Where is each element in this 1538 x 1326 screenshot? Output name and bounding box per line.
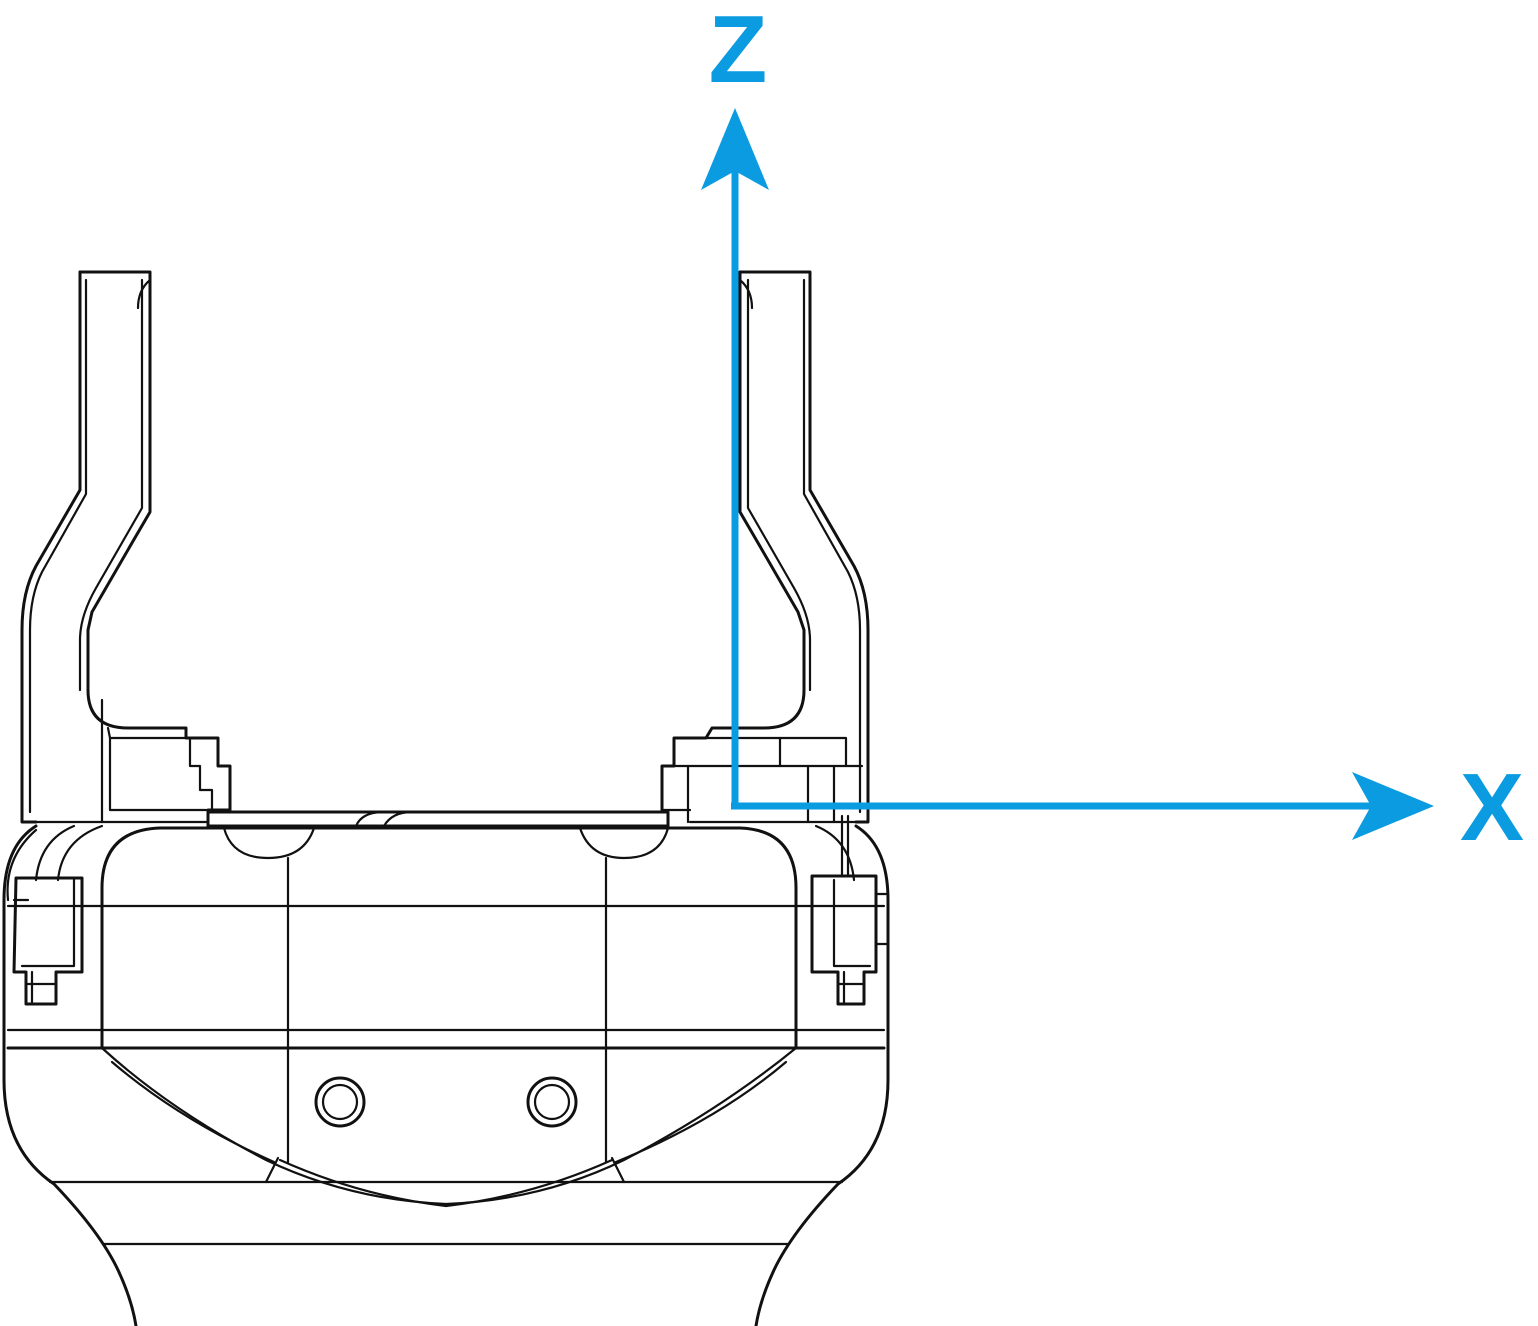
- x-axis-label: X: [1460, 754, 1524, 861]
- right-finger: [660, 270, 870, 824]
- left-connector: [12, 876, 84, 1006]
- z-axis-label: Z: [709, 0, 768, 103]
- right-connector: [810, 814, 888, 1006]
- z-arrowhead: [701, 108, 769, 190]
- screw-left: [314, 1076, 366, 1128]
- gripper-body: [2, 824, 890, 1326]
- x-arrowhead: [1352, 772, 1434, 840]
- coordinate-axes: Z X: [701, 0, 1524, 861]
- left-finger: [20, 270, 232, 828]
- top-plate: [206, 810, 670, 860]
- screw-right: [526, 1076, 578, 1128]
